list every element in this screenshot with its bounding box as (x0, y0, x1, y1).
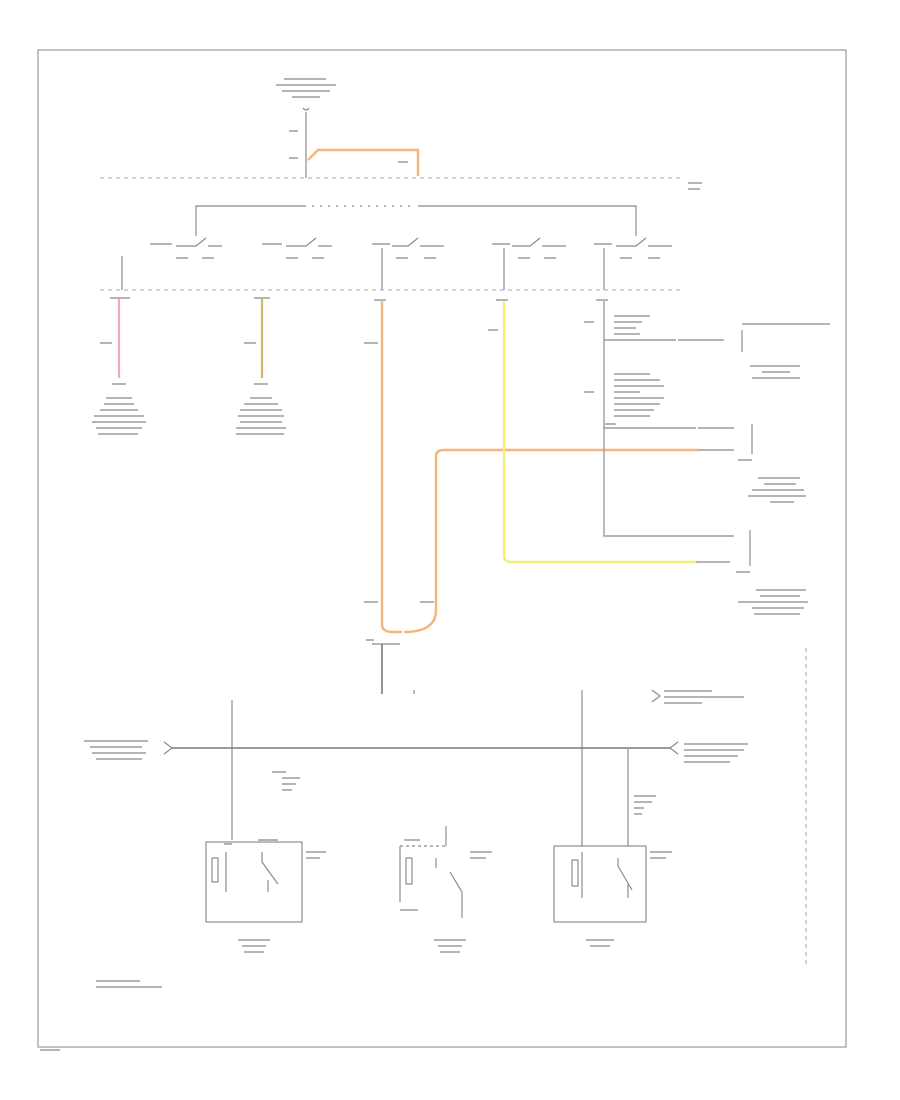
relay-3 (553, 845, 672, 947)
switch-5-notes (584, 315, 664, 425)
switch-2 (262, 237, 332, 259)
relay-1-coil (211, 857, 219, 883)
switch-3-contact (392, 237, 444, 247)
connector-3 (736, 530, 808, 615)
yellow-wire (502, 300, 700, 564)
relay-2-frame-left (399, 846, 418, 911)
signal-out (669, 741, 748, 763)
relay-3-box (553, 845, 647, 923)
relay-3-switch (581, 852, 633, 898)
diagram-frame (37, 49, 847, 1048)
signal-in-arrow-icon (163, 741, 173, 755)
gray-wire-right (603, 300, 700, 537)
relay-2-switch (435, 858, 463, 918)
component-2 (236, 383, 286, 435)
relay-3-coil (571, 859, 579, 887)
relay-2 (399, 826, 492, 953)
switch-2-contact (286, 237, 332, 247)
component-1 (92, 383, 146, 435)
note-arrow-icon (651, 689, 661, 703)
switch-1-contact (176, 237, 222, 247)
fuse-block (276, 78, 336, 111)
switch-5 (594, 224, 672, 259)
fuse-symbol (302, 107, 310, 111)
switch-bar-left (195, 205, 306, 224)
orange-wire-left (380, 300, 402, 634)
relay-1 (205, 839, 326, 953)
relay-1-box (205, 841, 303, 923)
orange-bridge-wire (307, 148, 420, 176)
switch-5-contact (616, 237, 672, 247)
switch-4-contact (512, 237, 566, 247)
switch-1 (150, 224, 222, 259)
orange-wire-right (403, 448, 700, 634)
signal-in (84, 740, 173, 760)
switch-3 (372, 237, 444, 259)
connector-2 (738, 424, 806, 503)
lamp-connector-note (651, 689, 744, 704)
switch-bar-right (418, 205, 637, 224)
switch-4 (492, 237, 566, 259)
connector-1-body (741, 323, 830, 352)
connector-1 (741, 323, 830, 379)
footnote (96, 980, 162, 988)
signal-out-arrow-icon (669, 741, 679, 755)
relay-1-switch (225, 852, 279, 892)
relay-2-coil (405, 857, 413, 885)
